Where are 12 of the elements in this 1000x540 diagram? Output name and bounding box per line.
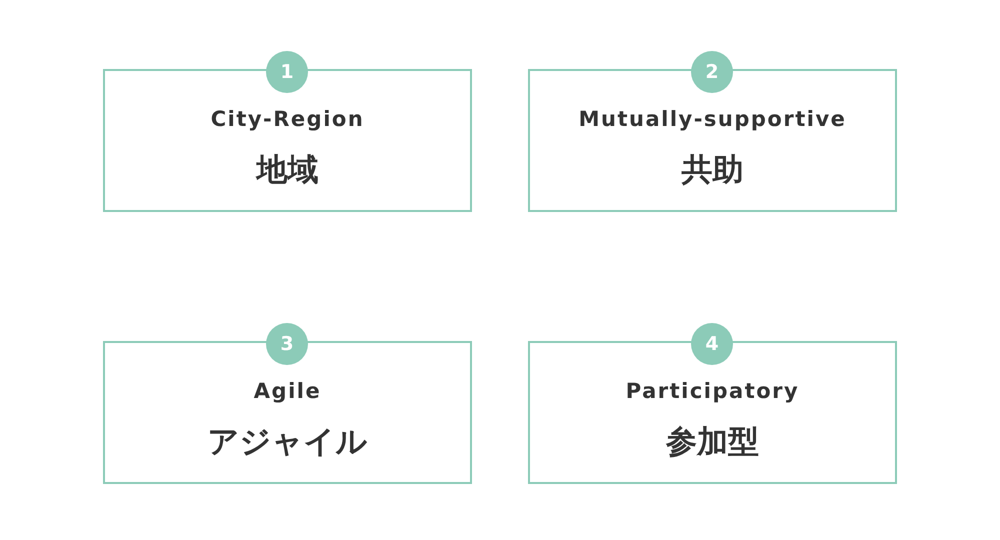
english-heading: City-Region xyxy=(210,107,364,131)
english-heading: Mutually-supportive xyxy=(578,107,846,131)
english-heading: Participatory xyxy=(626,379,800,403)
number-badge: 1 xyxy=(266,51,308,93)
english-heading: Agile xyxy=(254,379,322,403)
number-badge: 2 xyxy=(691,51,733,93)
japanese-heading: 共助 xyxy=(682,152,744,188)
japanese-heading: アジャイル xyxy=(208,424,368,460)
japanese-heading: 参加型 xyxy=(666,424,759,460)
number-badge: 4 xyxy=(691,323,733,365)
number-badge: 3 xyxy=(266,323,308,365)
japanese-heading: 地域 xyxy=(256,152,318,188)
